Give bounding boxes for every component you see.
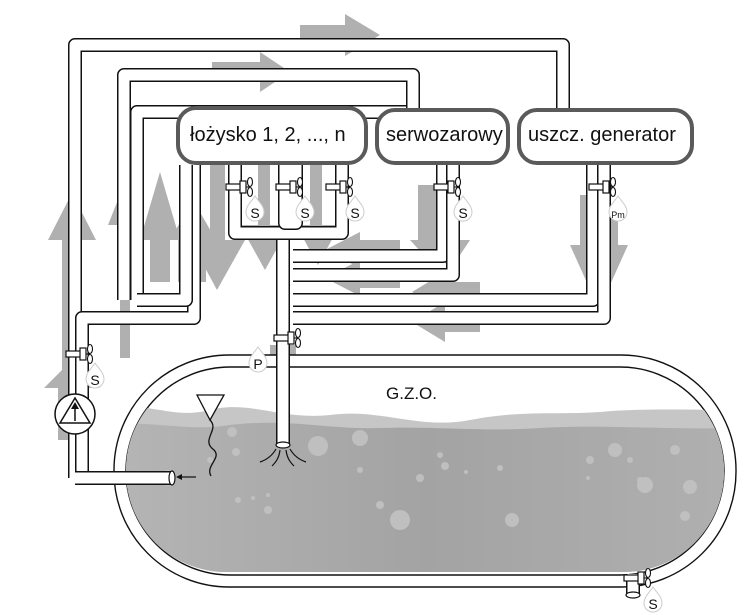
- valve-label: S: [300, 205, 309, 221]
- label-drop-icon: [643, 586, 663, 613]
- valve-pump[interactable]: S: [65, 343, 105, 389]
- oil-bubbles: [160, 427, 697, 530]
- valve-label: S: [458, 205, 467, 221]
- consumer-label: uszcz. generator: [528, 124, 676, 146]
- valves: S S S S PmP S S: [65, 176, 663, 613]
- valve-servo[interactable]: S: [433, 176, 473, 222]
- tank-gzo: G.Z.O.: [113, 354, 737, 588]
- valve-handle-icon: [454, 176, 462, 198]
- consumer-label: serwozarowy: [386, 124, 503, 146]
- label-drop-icon: [608, 195, 628, 222]
- oil-body: [126, 422, 724, 572]
- label-drop-icon: [248, 346, 268, 373]
- valve-handle-icon: [294, 327, 302, 349]
- flow-arrow-down: [190, 160, 245, 290]
- drain-pipe-end: [625, 591, 641, 599]
- level-indicator-icon: [195, 394, 226, 422]
- flow-arrow-up: [140, 172, 180, 282]
- consumer-servo: serwozarowy: [375, 108, 510, 165]
- inlet-arrow-icon: [176, 474, 182, 480]
- valve-bearing-n[interactable]: S: [325, 176, 365, 222]
- valve-handle-icon: [346, 176, 354, 198]
- diffuser-arrows-icon: [259, 448, 307, 467]
- valve-label: S: [648, 596, 657, 612]
- label-drop-icon: [85, 362, 105, 389]
- valve-handle-icon: [644, 567, 652, 589]
- valve-handle-icon: [296, 176, 304, 198]
- pipe-end: [168, 470, 176, 486]
- consumer-generator-seal: uszcz. generator: [517, 108, 694, 165]
- consumer-bearings: łożysko 1, 2, ..., n: [176, 106, 368, 165]
- valve-drain[interactable]: S: [623, 567, 663, 613]
- valve-label: S: [250, 205, 259, 221]
- label-drop-icon: [245, 195, 265, 222]
- pump-icon: [54, 393, 96, 435]
- valve-label: Pm: [611, 210, 625, 220]
- valve-handle-icon: [246, 176, 254, 198]
- return-pipe-end: [275, 441, 291, 449]
- valve-label: S: [90, 372, 99, 388]
- consumer-label: łożysko 1, 2, ..., n: [190, 124, 346, 146]
- valve-handle-icon: [86, 343, 94, 365]
- valve-handle-icon: [609, 176, 617, 198]
- label-drop-icon: [453, 195, 473, 222]
- valve-label: P: [253, 356, 262, 372]
- valve-generator[interactable]: Pm: [588, 176, 628, 222]
- valve-bearing-2[interactable]: S: [275, 176, 315, 222]
- valve-return[interactable]: P: [248, 327, 302, 373]
- label-drop-icon: [295, 195, 315, 222]
- level-wave-line: [208, 419, 217, 477]
- valve-bearing-1[interactable]: S: [225, 176, 265, 222]
- valve-label: S: [350, 205, 359, 221]
- tank-label: G.Z.O.: [386, 384, 437, 403]
- label-drop-icon: [345, 195, 365, 222]
